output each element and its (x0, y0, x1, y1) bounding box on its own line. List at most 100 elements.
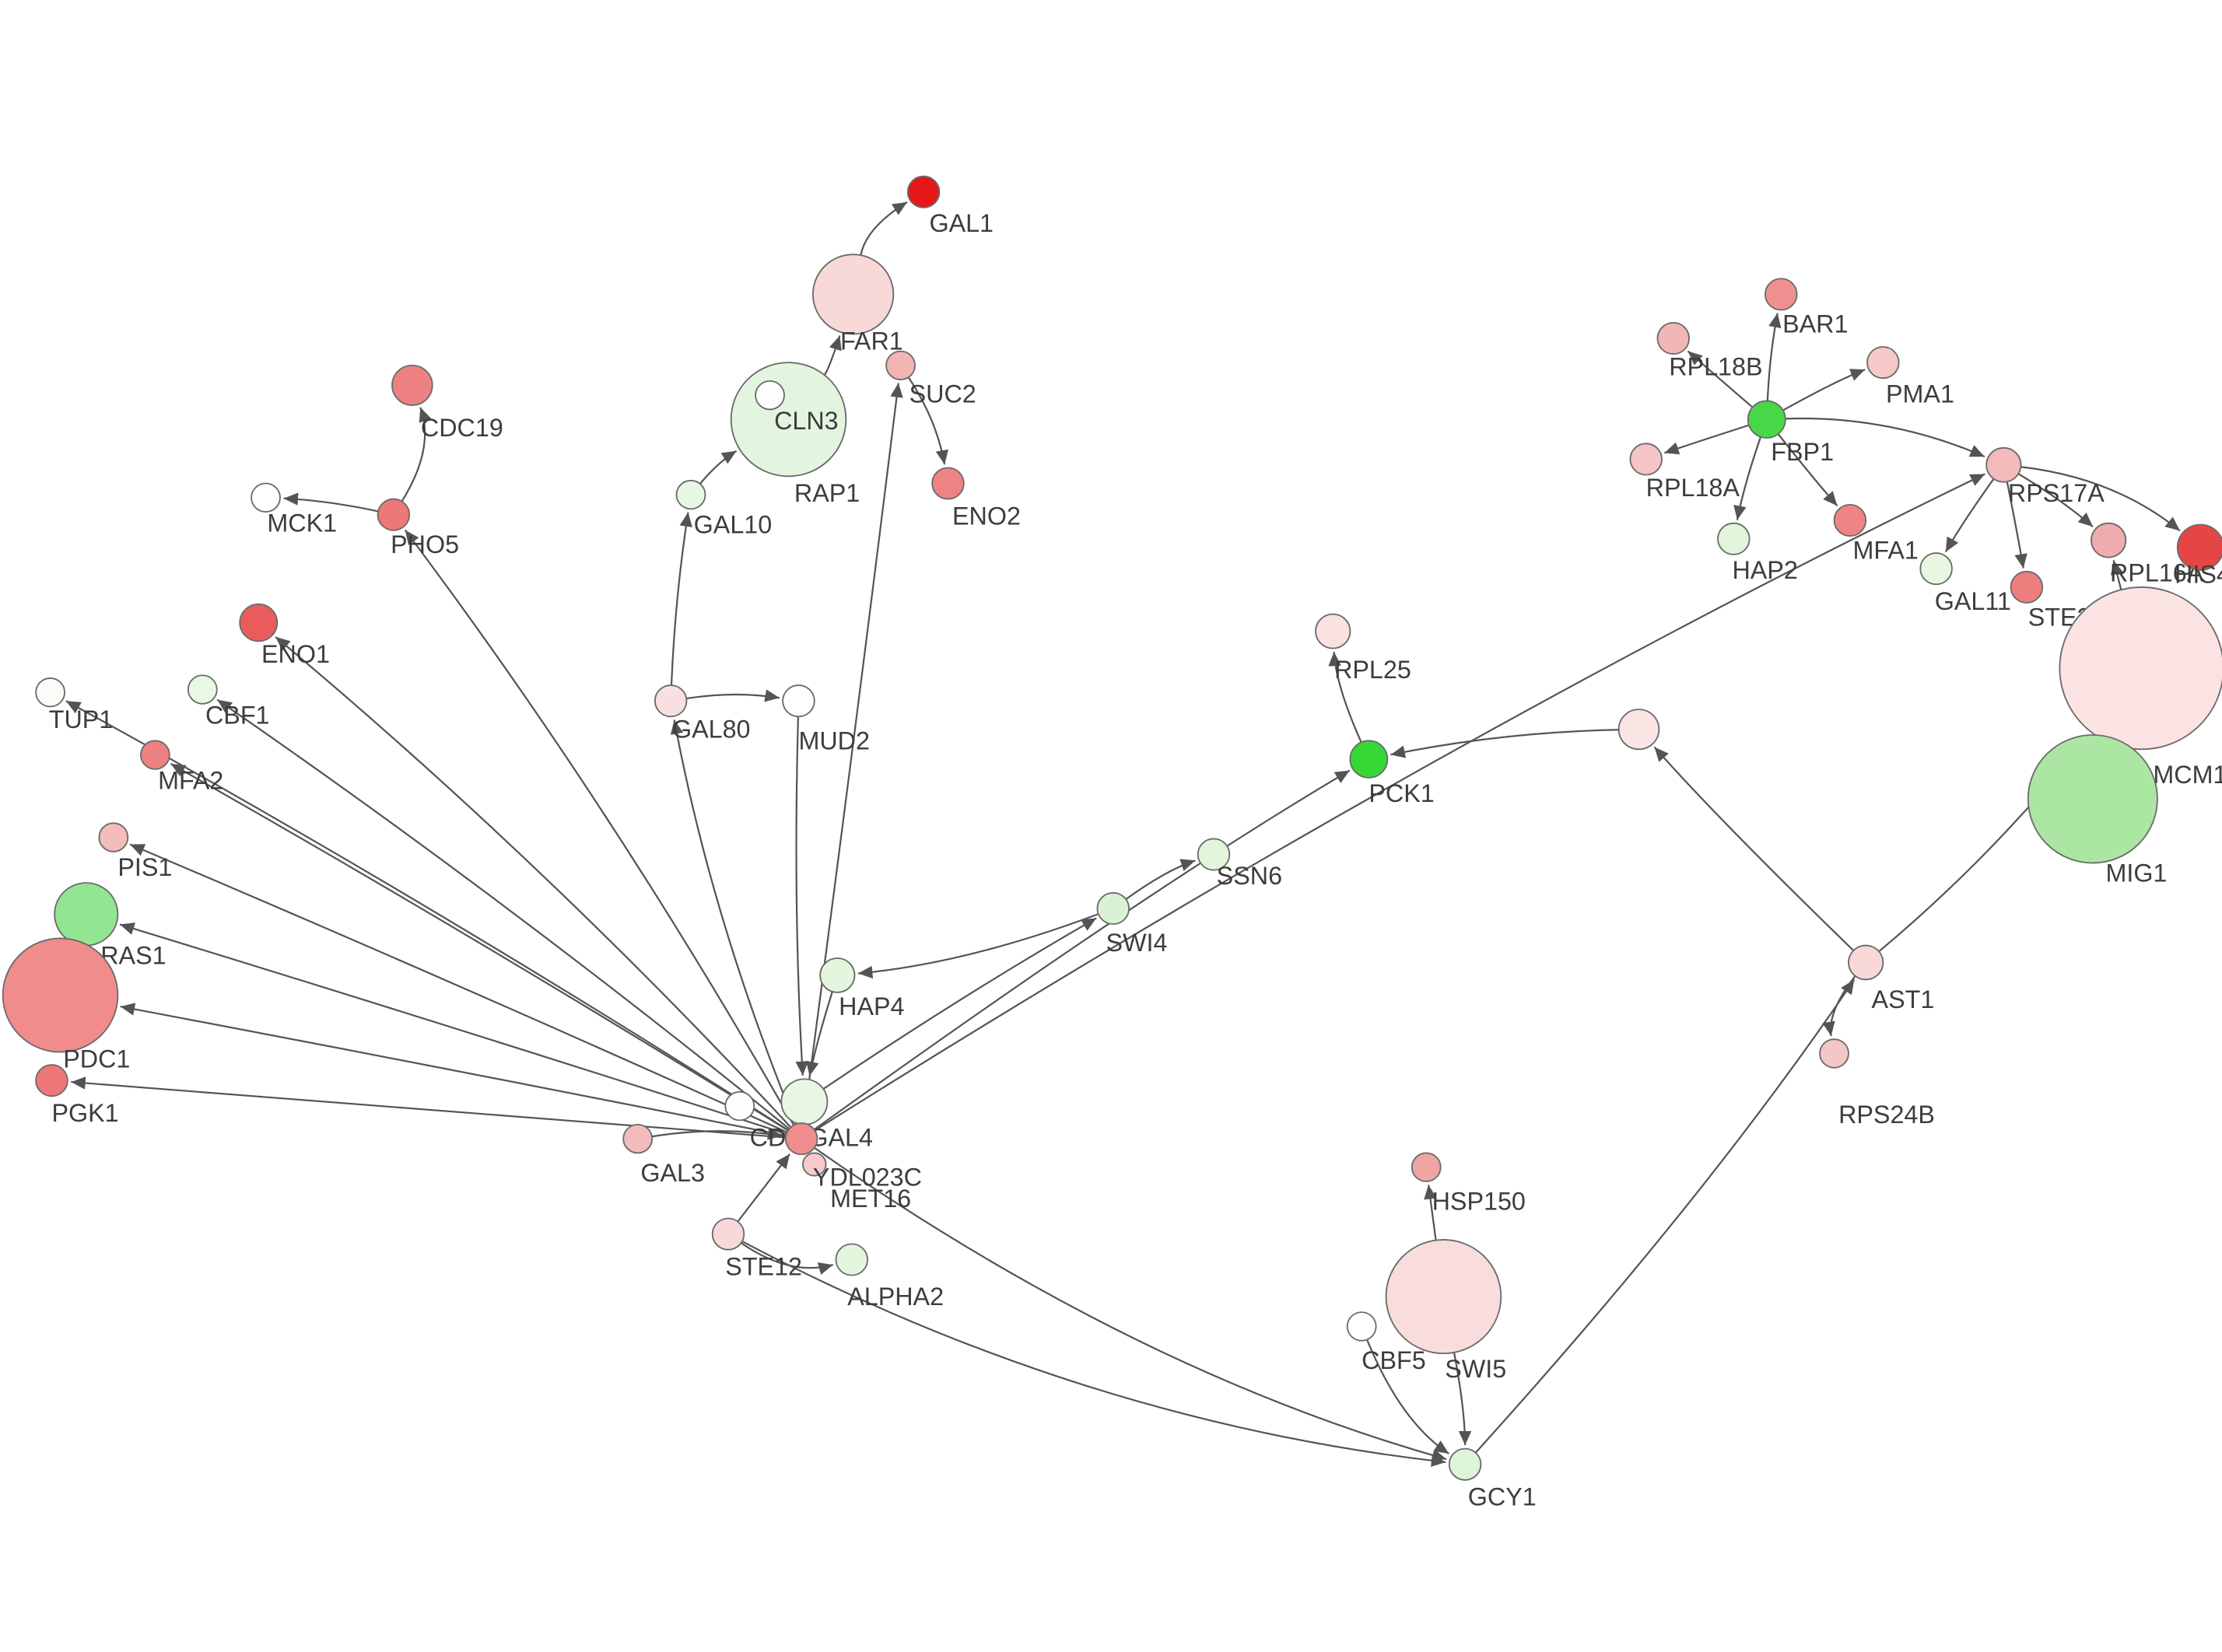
node-circle-MET16[interactable] (802, 1152, 827, 1177)
node-circle-PHO5[interactable] (377, 498, 411, 531)
edge-FBP1-RPL18A[interactable] (1663, 424, 1750, 455)
edge-YDL023C-SUC2[interactable] (802, 383, 903, 1124)
node-circle-RPS24B[interactable] (1819, 1038, 1849, 1069)
edge-AST1-RPS24B[interactable] (1822, 975, 1856, 1037)
node-circle-MUD2[interactable] (782, 684, 815, 718)
node-circle-AST1[interactable] (1848, 944, 1884, 981)
edge-FBP1-RPS17A[interactable] (1785, 417, 1985, 458)
edge-GAL80-MUD2[interactable] (686, 689, 780, 702)
node-circle-BAR1[interactable] (1765, 278, 1798, 311)
node-circle-GCY1[interactable] (1448, 1447, 1482, 1481)
node-circle-TUP1[interactable] (35, 677, 65, 708)
edge-YDL023C-PDC1[interactable] (120, 1003, 787, 1137)
edge-FBP1-BAR1[interactable] (1766, 313, 1782, 401)
node-circle-PCK1[interactable] (1349, 740, 1389, 779)
node-circle-PIS1[interactable] (98, 822, 129, 852)
node-circle-HIS4[interactable] (2176, 523, 2222, 571)
node-circle-SWI4[interactable] (1096, 891, 1130, 926)
edge-GAL10-RAP1[interactable] (699, 450, 738, 485)
edge-YDL023C-GAL80[interactable] (670, 719, 797, 1125)
edge-RPS17A-STE2[interactable] (2006, 481, 2027, 569)
node-circle-SWI5[interactable] (1385, 1238, 1502, 1355)
edge-RAP1-FAR1[interactable] (823, 335, 842, 376)
node-circle-ENO2[interactable] (931, 467, 965, 500)
edge-YDL023C-PIS1[interactable] (129, 843, 788, 1133)
edge-YDL023C-GCY1[interactable] (814, 1146, 1447, 1461)
node-circle-PGK1[interactable] (35, 1064, 68, 1097)
node-circle-HAP4[interactable] (819, 957, 856, 993)
edge-PCK1-RPL25[interactable] (1328, 651, 1362, 743)
node-circle-GAL3[interactable] (622, 1123, 654, 1154)
edge-YDL023C-MFA2[interactable] (170, 762, 789, 1132)
edge-SWI5-HSP150[interactable] (1424, 1185, 1437, 1241)
edge-SUC2-ENO2[interactable] (907, 376, 949, 465)
edge-RPS17A-RPL16A[interactable] (2017, 473, 2094, 527)
node-circle-STE2[interactable] (2010, 570, 2044, 604)
node-circle-ALPHA2[interactable] (835, 1243, 868, 1276)
edge-YDL023C-RAS1[interactable] (119, 922, 787, 1135)
edge-YDL023C-PGK1[interactable] (71, 1076, 786, 1139)
edge-GCY1-AST1[interactable] (1474, 978, 1856, 1454)
edge-SWI5-GCY1[interactable] (1453, 1352, 1472, 1446)
edge-YDL023C-PHO5[interactable] (404, 529, 795, 1126)
edge-HAP4-GAL4[interactable] (806, 991, 833, 1076)
edge-GAL3-YDL023C[interactable] (651, 1127, 783, 1140)
node-circle-RPL18A[interactable] (1629, 443, 1663, 476)
edge-FAR1-GAL1[interactable] (860, 201, 908, 256)
node-circle-MID1[interactable] (1617, 709, 1660, 751)
edge-PHO5-MCK1[interactable] (283, 492, 379, 513)
node-circle-RPL18B[interactable] (1656, 322, 1690, 355)
edge-FBP1-HAP2[interactable] (1733, 436, 1762, 520)
edge-YDL023C-RPS17A[interactable] (814, 473, 1985, 1132)
edge-SWI4-HAP4[interactable] (857, 913, 1099, 979)
edge-STE12-YDL023C[interactable] (737, 1153, 790, 1223)
node-circle-GAL80[interactable] (654, 684, 688, 718)
node-circle-CBF5[interactable] (1346, 1311, 1377, 1342)
edge-YDL023C-CBF1[interactable] (216, 698, 790, 1130)
node-circle-CBF1[interactable] (187, 674, 218, 705)
edge-FBP1-RPL18B[interactable] (1687, 350, 1754, 408)
edge-RPS17A-GAL11[interactable] (1944, 478, 1995, 553)
node-circle-MCK1[interactable] (251, 482, 281, 513)
node-circle-MIG1[interactable] (2027, 734, 2158, 864)
edge-FBP1-MFA1[interactable] (1777, 433, 1838, 507)
node-circle-SUC2[interactable] (885, 350, 916, 380)
edge-RPS17A-HIS4[interactable] (2020, 466, 2181, 532)
node-circle-PMA1[interactable] (1866, 346, 1900, 380)
edge-MCM1-RPL16A[interactable] (2111, 560, 2124, 590)
node-circle-PDC1[interactable] (2, 937, 119, 1053)
node-circle-RPL25[interactable] (1315, 613, 1351, 649)
edge-GAL80-GAL10[interactable] (670, 512, 692, 686)
edge-GAL4-SWI4[interactable] (822, 917, 1097, 1090)
node-circle-SSN6[interactable] (1197, 838, 1231, 871)
node-circle-MCM1[interactable] (2059, 586, 2222, 751)
node-circle-RPL16A[interactable] (2091, 522, 2127, 558)
node-circle-CLN3[interactable] (755, 380, 785, 411)
edge-PHO5-CDC19[interactable] (401, 407, 432, 502)
node-circle-ENO1[interactable] (239, 603, 279, 642)
edge-CBF5-GCY1[interactable] (1366, 1339, 1449, 1454)
node-circle-CDC6[interactable] (724, 1090, 755, 1122)
node-circle-STE12[interactable] (711, 1217, 745, 1251)
node-circle-RPS17A[interactable] (1985, 446, 2022, 483)
node-circle-GAL1[interactable] (906, 175, 941, 208)
node-circle-GAL10[interactable] (675, 479, 706, 510)
node-circle-YDL023C[interactable] (784, 1122, 818, 1156)
edge-MUD2-GAL4[interactable] (795, 716, 809, 1076)
edge-FBP1-PMA1[interactable] (1782, 369, 1866, 411)
edge-AST1-MID1[interactable] (1653, 746, 1855, 951)
edge-SWI4-SSN6[interactable] (1125, 859, 1196, 901)
node-circle-MFA2[interactable] (140, 740, 170, 770)
edge-YDL023C-PCK1[interactable] (813, 769, 1351, 1131)
node-circle-GAL11[interactable] (1919, 552, 1953, 586)
edge-STE12-GCY1[interactable] (741, 1241, 1446, 1468)
node-circle-HSP150[interactable] (1411, 1152, 1442, 1182)
edge-MID1-PCK1[interactable] (1390, 729, 1619, 758)
node-circle-CDC19[interactable] (391, 364, 433, 406)
node-circle-FBP1[interactable] (1747, 400, 1786, 439)
edge-YDL023C-ENO1[interactable] (275, 636, 792, 1129)
node-circle-FAR1[interactable] (812, 254, 895, 335)
node-circle-MFA1[interactable] (1833, 503, 1867, 537)
node-circle-HAP2[interactable] (1717, 522, 1751, 555)
